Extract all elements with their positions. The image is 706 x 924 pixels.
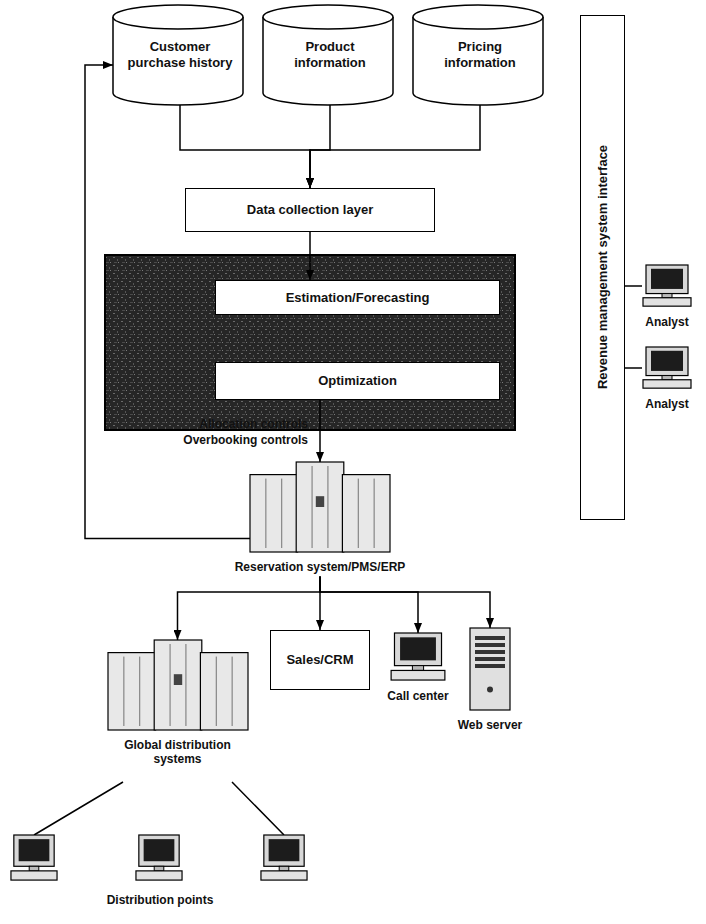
interface-label: Revenue management system interface xyxy=(594,15,610,520)
server-node: Global distribution systems xyxy=(95,640,260,780)
box-label: Optimization xyxy=(310,373,405,389)
terminal-icon xyxy=(135,835,183,881)
icon-caption: Global distribution systems xyxy=(115,738,240,767)
connector xyxy=(320,576,418,633)
connector xyxy=(180,105,310,188)
interface-bar: Revenue management system interface xyxy=(580,15,625,520)
computer-node: Analyst xyxy=(632,347,702,413)
connector xyxy=(320,576,490,628)
icon-caption: Reservation system/PMS/ERP xyxy=(210,560,430,574)
box-label: Estimation/Forecasting xyxy=(278,290,438,306)
tower-icon xyxy=(468,628,512,710)
connector xyxy=(309,232,311,280)
icon-caption: Call center xyxy=(378,689,458,703)
computer-node: Analyst xyxy=(632,265,702,331)
connector xyxy=(625,285,642,287)
box-label: Customer purchase history xyxy=(121,39,239,70)
database-cylinder: Customer purchase history xyxy=(113,5,247,105)
connector xyxy=(625,367,642,369)
comp-icon xyxy=(642,347,692,389)
server-icon xyxy=(250,462,390,552)
comp-icon xyxy=(390,633,446,681)
server-icon xyxy=(108,640,248,730)
connector xyxy=(319,400,321,462)
server-node: Reservation system/PMS/ERP xyxy=(210,462,430,576)
process-box: Data collection layer xyxy=(185,188,435,232)
process-box: Optimization xyxy=(215,362,500,400)
connector xyxy=(310,105,480,188)
database-cylinder: Product information xyxy=(263,5,397,105)
icon-caption: Distribution points xyxy=(5,893,315,907)
process-box: Sales/CRM xyxy=(270,630,370,690)
process-box: Estimation/Forecasting xyxy=(215,280,500,315)
icon-caption: Analyst xyxy=(632,397,702,411)
connector xyxy=(34,782,284,835)
box-label: Product information xyxy=(271,39,389,70)
engine-panel xyxy=(105,255,515,430)
comp-icon xyxy=(642,265,692,307)
icon-caption: Analyst xyxy=(632,315,702,329)
terminal-group: Distribution points xyxy=(5,835,315,920)
web-server-node: Web server xyxy=(455,628,525,734)
terminal-icon xyxy=(10,835,58,881)
box-label: Pricing information xyxy=(421,39,539,70)
icon-caption: Web server xyxy=(455,718,525,732)
connector xyxy=(310,105,330,188)
box-label: Sales/CRM xyxy=(278,652,361,668)
terminal-icon xyxy=(260,835,308,881)
connector-label: Allocation controls Overbooking controls xyxy=(158,417,308,448)
database-cylinder: Pricing information xyxy=(413,5,547,105)
computer-node: Call center xyxy=(378,633,458,705)
box-label: Data collection layer xyxy=(239,202,381,218)
